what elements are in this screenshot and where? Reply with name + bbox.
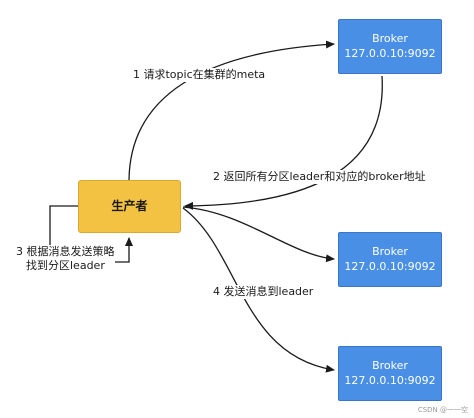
broker-name: Broker bbox=[372, 244, 408, 258]
step-3-label: 3 根据消息发送策略 找到分区leader bbox=[16, 245, 115, 274]
arrow-request-meta bbox=[128, 40, 335, 181]
broker-node-1: Broker 127.0.0.10:9092 bbox=[338, 19, 442, 74]
step-4-label: 4 发送消息到leader bbox=[213, 285, 314, 300]
broker-address: 127.0.0.10:9092 bbox=[344, 259, 436, 273]
producer-node: 生产者 bbox=[78, 180, 181, 233]
broker-node-2: Broker 127.0.0.10:9092 bbox=[338, 232, 442, 287]
step-1-label: 1 请求topic在集群的meta bbox=[133, 68, 266, 83]
arrow-send-to-broker-2 bbox=[182, 206, 335, 263]
broker-name: Broker bbox=[372, 31, 408, 45]
producer-label: 生产者 bbox=[111, 199, 148, 214]
step-3-label-line-2: 找到分区leader bbox=[26, 259, 105, 273]
arrow-return-leader-addresses bbox=[184, 75, 383, 210]
step-3-label-line-1: 3 根据消息发送策略 bbox=[16, 245, 115, 258]
broker-name: Broker bbox=[372, 358, 408, 372]
broker-node-3: Broker 127.0.0.10:9092 bbox=[338, 346, 442, 401]
step-2-label: 2 返回所有分区leader和对应的broker地址 bbox=[213, 170, 426, 185]
watermark-text: CSDN @一一空 bbox=[417, 406, 468, 414]
broker-address: 127.0.0.10:9092 bbox=[344, 46, 436, 60]
broker-address: 127.0.0.10:9092 bbox=[344, 373, 436, 387]
